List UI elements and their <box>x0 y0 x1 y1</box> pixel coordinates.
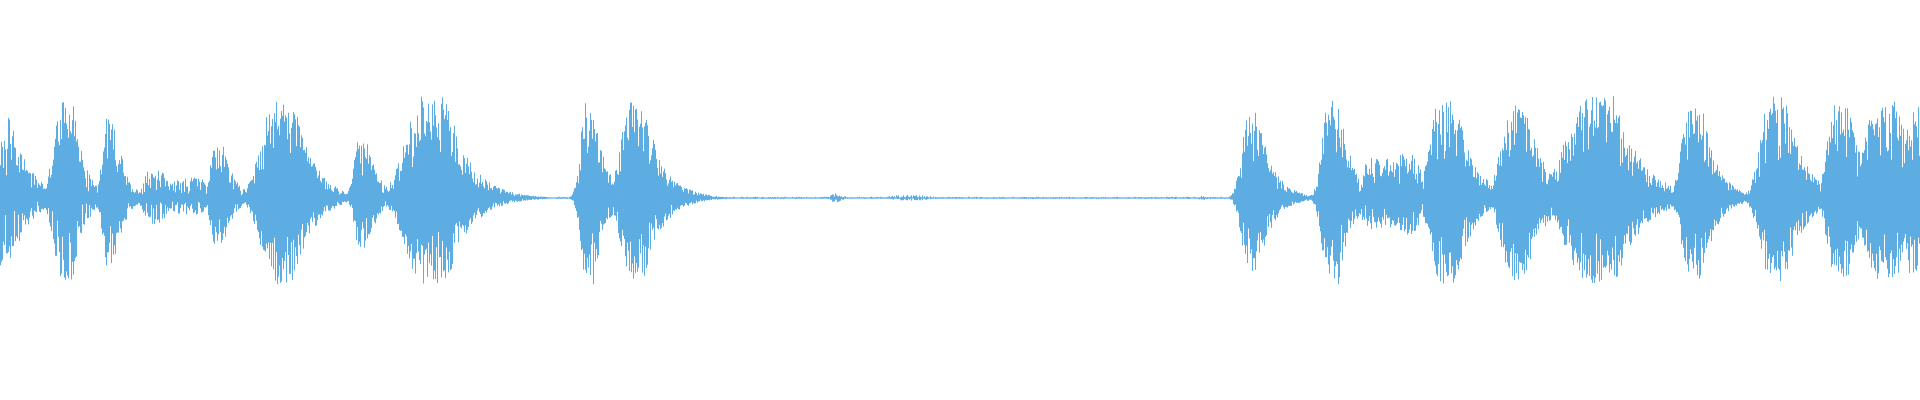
waveform-samples <box>0 96 1920 285</box>
